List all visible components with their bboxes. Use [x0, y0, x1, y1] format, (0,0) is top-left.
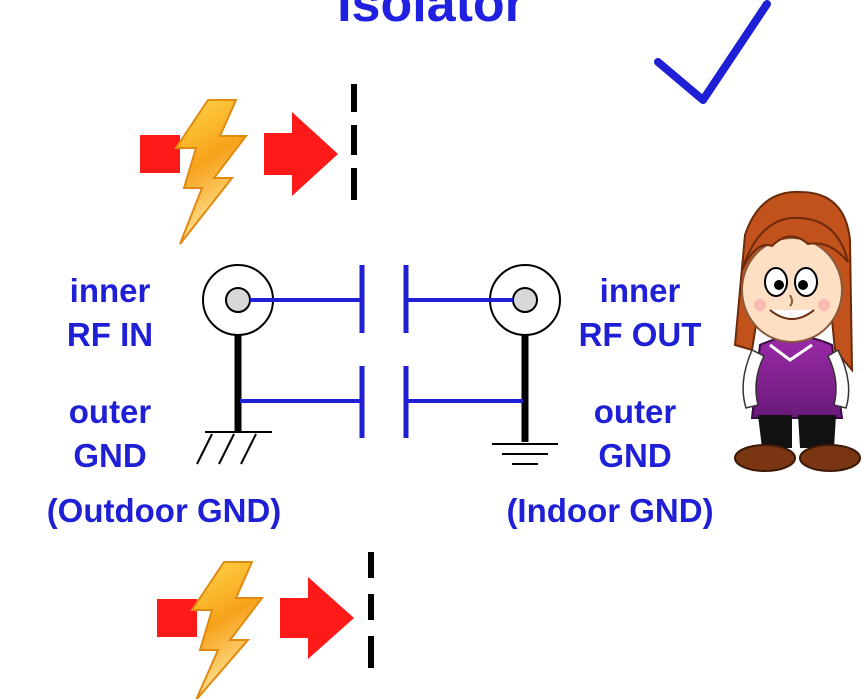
checkmark-icon: [654, 0, 771, 104]
earth-ground-icon: [492, 443, 558, 465]
rf-out-label: RF OUT: [578, 316, 702, 353]
red-arrow-icon: [280, 577, 354, 659]
capacitor-wiring: [240, 265, 523, 438]
left-outer-label: outer: [68, 393, 152, 430]
girl-character-icon: [733, 190, 861, 472]
indoor-gnd-label: (Indoor GND): [506, 492, 714, 529]
red-square-icon: [157, 599, 197, 637]
diagram-title: Isolator: [337, 0, 525, 33]
outdoor-gnd-label: (Outdoor GND): [46, 492, 282, 529]
chassis-ground-icon: [196, 431, 272, 465]
left-inner-label: inner: [69, 272, 151, 309]
red-arrow-icon: [264, 112, 338, 196]
surge-top: [140, 84, 357, 245]
red-square-icon: [140, 135, 180, 173]
right-outer-label: outer: [593, 393, 677, 430]
right-inner-label: inner: [599, 272, 681, 309]
surge-bottom: [157, 552, 374, 699]
lightning-icon: [174, 99, 249, 245]
rf-in-label: RF IN: [66, 316, 154, 353]
lightning-icon: [190, 561, 265, 699]
right-gnd-label: GND: [598, 437, 672, 474]
left-gnd-label: GND: [73, 437, 147, 474]
